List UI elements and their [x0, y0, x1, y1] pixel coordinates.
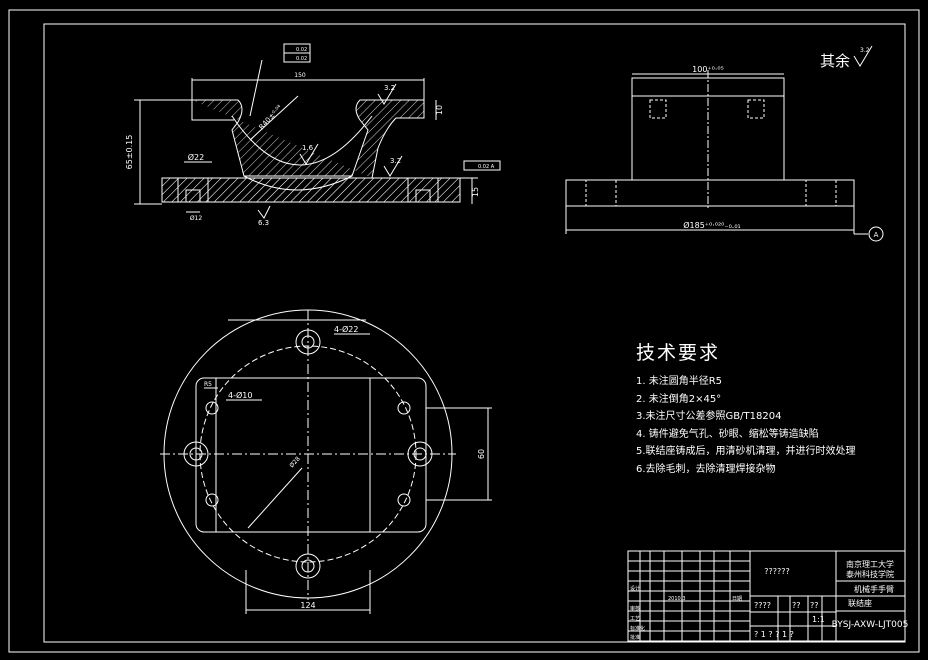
tb-scale: 1:1 — [812, 615, 825, 624]
front-dim-base-dia: Ø185⁺⁰·⁰²⁰₋₀.₀₁ — [683, 220, 741, 230]
plan-circle: Ø28 — [288, 455, 302, 469]
plan-inner-holes: 4-Ø10 — [228, 390, 252, 400]
tb-drawing-no: BYSJ-AXW-LJT005 — [832, 620, 909, 630]
dim-base-thickness: 15 — [471, 187, 480, 197]
plan-corner-radius: R5 — [204, 381, 212, 388]
section-view: 150 65±0.15 Ø22 Ø12 10 15 R40±⁰·⁰⁴ 3.2 1… — [125, 43, 501, 227]
plan-view: 4-Ø22 4-Ø10 R5 Ø28 60 124 — [160, 309, 492, 614]
outer-frame — [8, 9, 920, 653]
tech-item: 4. 铸件避免气孔、砂眼、缩松等铸造缺陷 — [636, 428, 819, 440]
front-view: 100⁺⁰·⁰⁵ Ø185⁺⁰·⁰²⁰₋₀.₀₁ A — [565, 65, 884, 242]
tech-item: 2. 未注倒角2×45° — [636, 393, 722, 405]
roughness-top: 3.2 — [384, 84, 395, 92]
tb-row-label-0: 设计 — [630, 585, 640, 592]
tb-university-1: 南京理工大学 — [846, 559, 894, 569]
surface-finish-symbol — [853, 45, 873, 67]
tech-item: 1. 未注圆角半径R5 — [636, 376, 723, 387]
plan-outer-holes: 4-Ø22 — [334, 324, 358, 334]
inner-frame — [43, 23, 906, 643]
tb-bottom-marks: ? 1 ? ? 1 ? — [754, 630, 794, 639]
roughness-arc: 1.6 — [302, 144, 314, 152]
tb-marks-left: ???? — [754, 601, 771, 610]
tb-university-2: 泰州科技学院 — [846, 569, 894, 579]
tech-requirements: 技术要求 1. 未注圆角半径R5 2. 未注倒角2×45° 3.未注尺寸公差参照… — [636, 338, 856, 478]
tb-row-label-5: 日期 — [732, 596, 742, 602]
plan-width: 124 — [300, 601, 315, 610]
tb-date-value: 2010.3 — [668, 596, 686, 602]
inner-holes — [205, 401, 411, 507]
tb-row-label-4: 批准 — [630, 634, 640, 641]
dim-hole-dia: Ø22 — [188, 152, 204, 162]
dim-counterbore: Ø12 — [190, 215, 203, 222]
section-body — [161, 99, 461, 203]
tb-part-name-2: 联结座 — [848, 598, 872, 608]
dim-thickness-right: 10 — [435, 105, 444, 115]
tb-center-text: ?????? — [764, 567, 789, 576]
surface-finish-label: 其余 — [820, 52, 850, 70]
roughness-side: 3.2 — [390, 157, 401, 165]
section-base — [161, 177, 461, 203]
dim-top-width: 150 — [294, 72, 306, 79]
tech-item: 6.去除毛刺，去除清理焊接杂物 — [636, 463, 776, 475]
tech-item: 5.联结座铸成后，用清砂机清理，并进行时效处理 — [636, 446, 856, 457]
tb-marks-mid: ?? — [792, 601, 801, 610]
section-arc — [231, 115, 373, 166]
tb-row-label-1: 审核 — [630, 605, 640, 612]
gdt-right: 0.02 A — [478, 164, 495, 170]
gdt-top-1: 0.02 — [296, 47, 307, 53]
roughness-bottom: 6.3 — [258, 219, 269, 227]
plan-height: 60 — [477, 449, 486, 459]
dim-height: 65±0.15 — [125, 135, 134, 170]
tech-requirements-title: 技术要求 — [636, 342, 721, 364]
tb-part-name-1: 机械手手臂 — [854, 584, 894, 594]
tb-row-label-3: 标准化 — [630, 625, 645, 632]
dim-radius: R40±⁰·⁰⁴ — [258, 103, 284, 131]
tech-item: 3.未注尺寸公差参照GB/T18204 — [636, 411, 782, 422]
outer-holes — [183, 329, 433, 579]
tb-row-label-2: 工艺 — [630, 616, 640, 622]
surface-finish-value: 3.2 — [860, 47, 870, 54]
front-dim-width: 100⁺⁰·⁰⁵ — [692, 65, 724, 74]
gdt-top-2: 0.02 — [296, 56, 307, 62]
tb-marks-right: ?? — [810, 601, 819, 610]
datum-label: A — [874, 231, 879, 239]
title-block: ?????? 南京理工大学 泰州科技学院 机械手手臂 联结座 BYSJ-AXW-… — [627, 550, 909, 642]
